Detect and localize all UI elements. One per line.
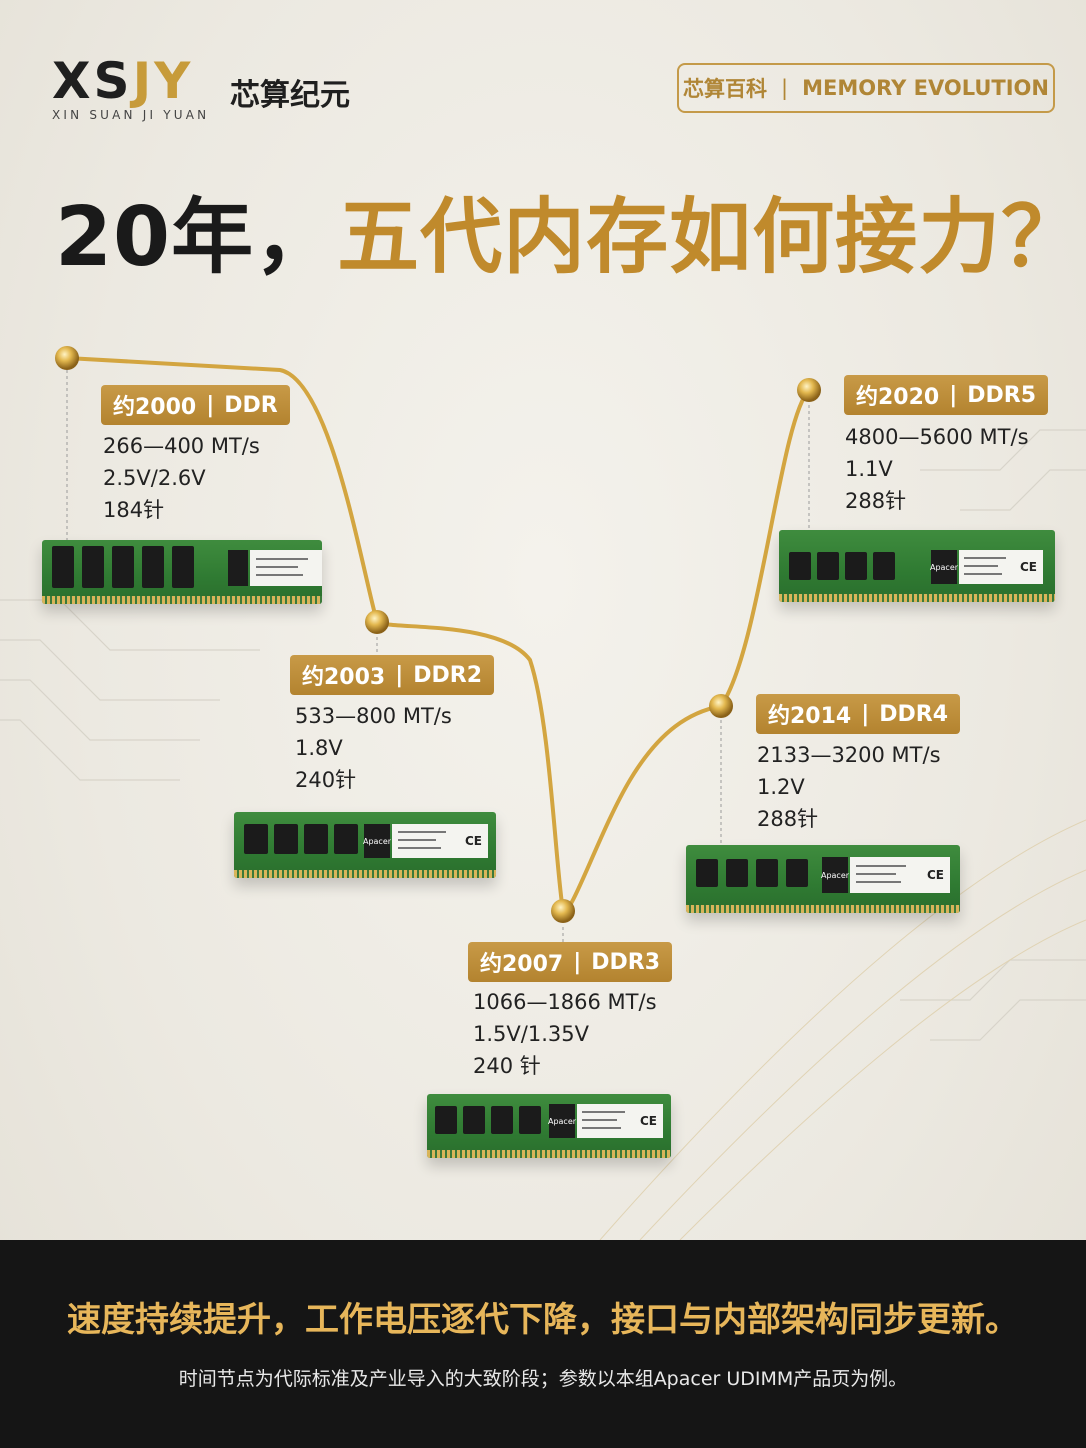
ce-mark-ddr2: CE xyxy=(464,834,482,848)
name-ddr4: DDR4 xyxy=(879,701,949,727)
ram-module-ddr5: Apacer CE xyxy=(779,530,1055,602)
name-ddr5: DDR5 xyxy=(967,382,1037,408)
node-ddr3 xyxy=(551,899,575,923)
badge-ddr5: 约2020 | DDR5 xyxy=(844,375,1049,415)
spec-ddr4: 2133—3200 MT/s 1.2V 288针 xyxy=(757,739,941,835)
node-ddr4 xyxy=(709,694,733,718)
ram-module-ddr4: Apacer CE xyxy=(686,845,960,913)
name-ddr2: DDR2 xyxy=(413,662,483,688)
node-ddr2 xyxy=(365,610,389,634)
year-ddr2: 约2003 xyxy=(302,665,386,690)
pins-ddr5: 288针 xyxy=(845,489,907,513)
voltage-ddr: 2.5V/2.6V xyxy=(103,466,206,490)
sep-ddr: | xyxy=(206,392,215,418)
ram-module-ddr3: Apacer CE xyxy=(427,1094,671,1158)
footer-band xyxy=(0,1240,1086,1448)
tag-separator: | xyxy=(781,76,789,100)
brand-logo: XSJY 芯算纪元 XIN SUAN JI YUAN xyxy=(52,56,350,122)
voltage-ddr5: 1.1V xyxy=(845,457,893,481)
footer-note: 时间节点为代际标准及产业导入的大致阶段；参数以本组Apacer UDIMM产品页… xyxy=(178,1368,908,1390)
ram-label-ddr5: CE xyxy=(959,550,1043,584)
tag-right: MEMORY EVOLUTION xyxy=(802,76,1049,100)
ce-mark-ddr3: CE xyxy=(639,1114,657,1128)
logo-xs: XS xyxy=(52,52,133,110)
node-ddr5 xyxy=(797,378,821,402)
timeline-path xyxy=(65,356,811,914)
tag-left: 芯算百科 xyxy=(683,77,768,101)
ram-module-ddr: CE xyxy=(42,540,322,604)
speed-ddr3: 1066—1866 MT/s xyxy=(473,990,657,1014)
page-title: 20年，五代内存如何接力？ xyxy=(55,188,1084,288)
voltage-ddr3: 1.5V/1.35V xyxy=(473,1022,589,1046)
brand-tag-ddr xyxy=(228,550,248,586)
brand-name: 芯算纪元 xyxy=(230,78,350,113)
category-tag: 芯算百科 | MEMORY EVOLUTION xyxy=(677,63,1055,113)
sep-ddr5: | xyxy=(949,382,958,408)
title-part1: 20年， xyxy=(55,190,338,285)
apacer-tag-ddr2: Apacer xyxy=(363,824,391,858)
apacer-tag-ddr4: Apacer xyxy=(821,857,849,893)
sep-ddr3: | xyxy=(573,949,582,975)
sep-ddr2: | xyxy=(395,662,404,688)
speed-ddr2: 533—800 MT/s xyxy=(295,704,452,728)
badge-ddr3: 约2007 | DDR3 xyxy=(468,942,673,982)
title-part2: 五代内存如何接力？ xyxy=(337,190,1085,285)
spec-ddr: 266—400 MT/s 2.5V/2.6V 184针 xyxy=(103,430,260,526)
ram-module-ddr2: Apacer CE xyxy=(234,812,496,878)
pins-ddr4: 288针 xyxy=(757,807,819,831)
ram-label-ddr2: CE xyxy=(392,824,488,858)
brand-pinyin: XIN SUAN JI YUAN xyxy=(52,108,210,122)
pins-ddr2: 240针 xyxy=(295,768,357,792)
ram-label-ddr3: CE xyxy=(577,1104,663,1138)
apacer-tag-ddr3: Apacer xyxy=(548,1104,576,1138)
circuit-background xyxy=(0,429,1086,1240)
voltage-ddr2: 1.8V xyxy=(295,736,343,760)
year-ddr: 约2000 xyxy=(113,395,197,420)
apacer-tag-ddr5: Apacer xyxy=(930,550,958,584)
spec-ddr2: 533—800 MT/s 1.8V 240针 xyxy=(295,700,452,796)
pins-ddr: 184针 xyxy=(103,498,165,522)
timeline-curve xyxy=(55,346,821,945)
ce-mark-ddr4: CE xyxy=(926,868,944,882)
footer-headline: 速度持续提升，工作电压逐代下降，接口与内部架构同步更新。 xyxy=(67,1300,1019,1340)
badge-ddr4: 约2014 | DDR4 xyxy=(756,694,961,734)
ce-mark-ddr5: CE xyxy=(1019,560,1037,574)
speed-ddr5: 4800—5600 MT/s xyxy=(845,425,1029,449)
year-ddr4: 约2014 xyxy=(768,704,852,729)
speed-ddr4: 2133—3200 MT/s xyxy=(757,743,941,767)
ram-label-ddr: CE xyxy=(250,550,322,586)
badge-ddr: 约2000 | DDR xyxy=(101,385,290,425)
year-ddr3: 约2007 xyxy=(480,952,564,977)
name-ddr: DDR xyxy=(224,392,278,418)
ram-label-ddr4: CE xyxy=(850,857,950,893)
spec-ddr5: 4800—5600 MT/s 1.1V 288针 xyxy=(845,421,1029,517)
speed-ddr: 266—400 MT/s xyxy=(103,434,260,458)
node-ddr xyxy=(55,346,79,370)
pins-ddr3: 240 针 xyxy=(473,1054,541,1078)
spec-ddr3: 1066—1866 MT/s 1.5V/1.35V 240 针 xyxy=(473,986,657,1082)
name-ddr3: DDR3 xyxy=(591,949,661,975)
sep-ddr4: | xyxy=(861,701,870,727)
year-ddr5: 约2020 xyxy=(856,385,940,410)
logo-jy: JY xyxy=(132,52,194,110)
badge-ddr2: 约2003 | DDR2 xyxy=(290,655,495,695)
voltage-ddr4: 1.2V xyxy=(757,775,805,799)
